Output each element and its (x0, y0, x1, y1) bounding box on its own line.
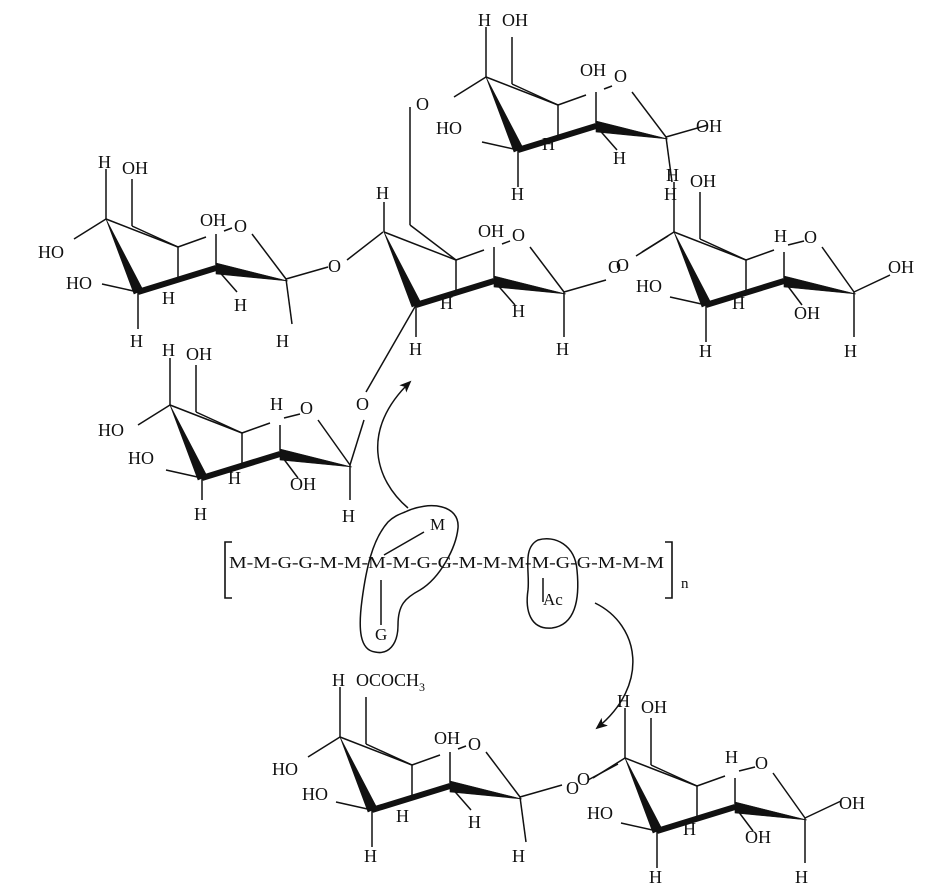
c3-ho-label: HO (302, 784, 328, 804)
c4-ho-label: HO (98, 420, 124, 440)
sugar-ring-center: H OH O O H H H H (365, 107, 621, 393)
c2-oh-label: OH (580, 60, 606, 80)
c5-h-label: H (162, 288, 175, 308)
glycosidic-o-label: O (608, 257, 621, 277)
c3-h-label: H (511, 184, 524, 204)
c1-oh-label: OH (696, 116, 722, 136)
h-label: H (617, 691, 630, 711)
c1-h-label: H (512, 846, 525, 866)
c2-h-label: H (512, 301, 525, 321)
c2-h-label: H (774, 226, 787, 246)
branch-m-bond (383, 531, 425, 556)
sugar-ring-top-branch: H OH O HO OH O OH H H H H (416, 10, 722, 204)
branch-highlight-loop (359, 505, 459, 654)
glycosidic-o-label: O (566, 778, 579, 798)
sugar-ring-left: H OH HO HO OH O O H H H H (38, 152, 341, 351)
c1-oh-label: OH (839, 793, 865, 813)
branch-m-label: M (430, 515, 445, 534)
c2-h-label: H (725, 747, 738, 767)
h-label: H (478, 10, 491, 30)
acetyl-ester-subscript: 3 (419, 680, 425, 694)
h-label: H (162, 340, 175, 360)
c4-o-label: O (577, 769, 590, 789)
c5-h-label: H (228, 468, 241, 488)
c2-oh-label: OH (290, 474, 316, 494)
c6-oh-label: OH (122, 158, 148, 178)
c1-h-label: H (664, 184, 677, 204)
c1-h-label: H (795, 867, 808, 887)
h-label: H (98, 152, 111, 172)
sugar-ring-bottom-right: H OH O HO H O OH H OH H H (577, 691, 865, 887)
arrow-to-center-sugar (376, 380, 412, 509)
right-bracket (665, 541, 673, 599)
sequence-text: M-M-G-G-M-M-M-M-G-G-M-M-M-M-G-G-M-M-M (229, 553, 664, 572)
c3-ho-label: HO (128, 448, 154, 468)
c4-o-label: O (416, 94, 429, 114)
sugar-ring-lower-left: H OH HO HO H O H OH H H O (98, 340, 369, 526)
c3-h-label: H (130, 331, 143, 351)
c2-oh-label: OH (478, 221, 504, 241)
c1-oh-label: OH (888, 257, 914, 277)
c5-h-label: H (732, 293, 745, 313)
h-label: H (332, 670, 345, 690)
c2-oh-label: OH (434, 728, 460, 748)
c6-oh-label: OH (690, 171, 716, 191)
acetyl-highlight-loop (526, 538, 579, 629)
h-label: H (666, 165, 679, 185)
ring-o-label: O (614, 66, 627, 86)
c4-o-label: O (616, 255, 629, 275)
h-label: H (376, 183, 389, 203)
left-bracket (224, 541, 232, 599)
acetyl-ester-label: OCOCH3 (356, 670, 425, 694)
c2-h-label: H (468, 812, 481, 832)
mannan-backbone-sequence: M-M-G-G-M-M-M-M-G-G-M-M-M-M-G-G-M-M-M n … (224, 505, 689, 654)
c2-h-label: H (613, 148, 626, 168)
glycosidic-bond-left-center (346, 231, 384, 261)
c1-h-label: H (276, 331, 289, 351)
c5-h-label: H (396, 806, 409, 826)
repeat-subscript-n: n (681, 576, 689, 592)
sugar-ring-acetyl: H OCOCH3 HO HO OH O O H H H H (272, 670, 579, 866)
branch-g-label: G (375, 625, 387, 644)
c2-oh-label: OH (794, 303, 820, 323)
c3-ho-label: HO (587, 803, 613, 823)
c2-oh-label: OH (745, 827, 771, 847)
c1-h-label: H (556, 339, 569, 359)
ring-o-label: O (755, 753, 768, 773)
c3-ho-label: HO (436, 118, 462, 138)
c6-oh-label: OH (641, 697, 667, 717)
c4-ho-label: HO (272, 759, 298, 779)
c4-ho-label: HO (38, 242, 64, 262)
glycosidic-o-label: O (356, 394, 369, 414)
ring-o-label: O (512, 225, 525, 245)
c3-h-label: H (364, 846, 377, 866)
glycosidic-o-label: O (328, 256, 341, 276)
acetyl-label: Ac (543, 590, 563, 609)
ring-o-label: O (468, 734, 481, 754)
c5-h-label: H (683, 819, 696, 839)
c1-h-label: H (844, 341, 857, 361)
c2-oh-label: OH (200, 210, 226, 230)
c6-oh-label: OH (502, 10, 528, 30)
c3-h-label: H (649, 867, 662, 887)
arrow-to-acetyl-sugar (594, 602, 634, 730)
c2-h-label: H (270, 394, 283, 414)
c3-h-label: H (194, 504, 207, 524)
ring-o-label: O (804, 227, 817, 247)
c3-ho-label: HO (66, 273, 92, 293)
ring-o-label: O (234, 216, 247, 236)
c5-h-label: H (440, 293, 453, 313)
sugar-ring-right: H OH O HO H O OH H OH H H (616, 165, 914, 361)
c1-h-label: H (342, 506, 355, 526)
acetyl-ester-main: OCOCH (356, 670, 419, 690)
c3-h-label: H (699, 341, 712, 361)
c5-h-label: H (542, 134, 555, 154)
c2-h-label: H (234, 295, 247, 315)
c6-oh-label: OH (186, 344, 212, 364)
c3-h-label: H (409, 339, 422, 359)
ring-o-label: O (300, 398, 313, 418)
c3-ho-label: HO (636, 276, 662, 296)
